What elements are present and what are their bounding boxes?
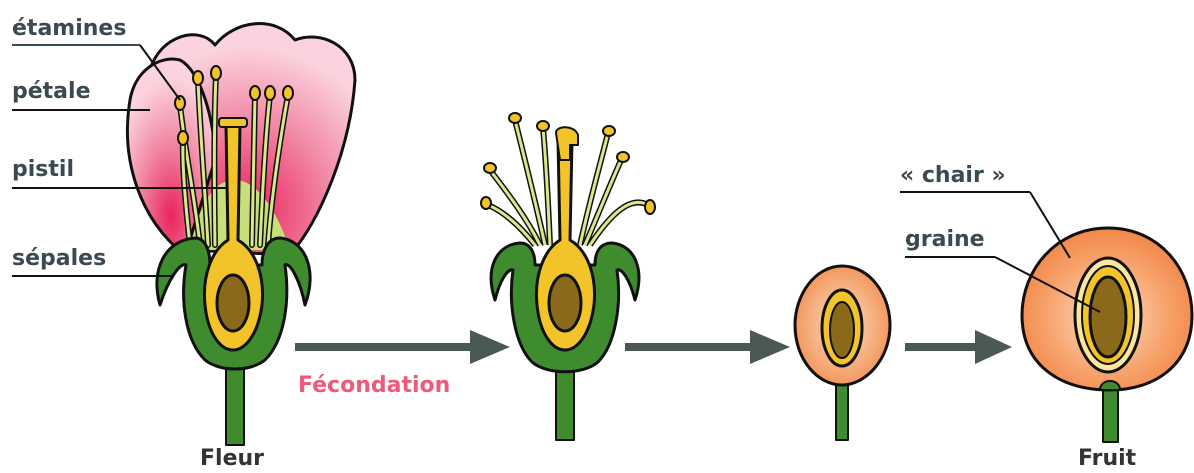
stem <box>226 365 244 445</box>
ovule <box>549 275 581 331</box>
fruit-stem-top <box>1100 381 1120 390</box>
label-fecondation: Fécondation <box>298 373 450 398</box>
arrow-3 <box>905 330 1012 364</box>
flower-fertilized <box>481 113 655 440</box>
label-sepales: sépales <box>12 246 106 271</box>
label-fruit: Fruit <box>1078 446 1137 471</box>
label-chair: « chair » <box>900 163 1006 188</box>
arrow-fecondation <box>295 330 510 364</box>
fruit <box>1022 228 1192 442</box>
ovule <box>217 275 249 331</box>
young-fruit <box>795 266 890 440</box>
pistil-stigma <box>219 118 247 127</box>
young-fruit-seed <box>830 302 854 358</box>
label-petale: pétale <box>12 79 91 104</box>
arrow-2 <box>625 330 790 364</box>
stem <box>556 370 574 440</box>
label-sepales-group: sépales <box>12 246 172 276</box>
label-graine: graine <box>905 227 985 252</box>
seed <box>1090 277 1126 357</box>
label-pistil: pistil <box>12 157 74 182</box>
label-etamines: étamines <box>12 16 126 41</box>
label-fleur: Fleur <box>200 446 264 471</box>
pistil-stigma <box>556 127 578 160</box>
